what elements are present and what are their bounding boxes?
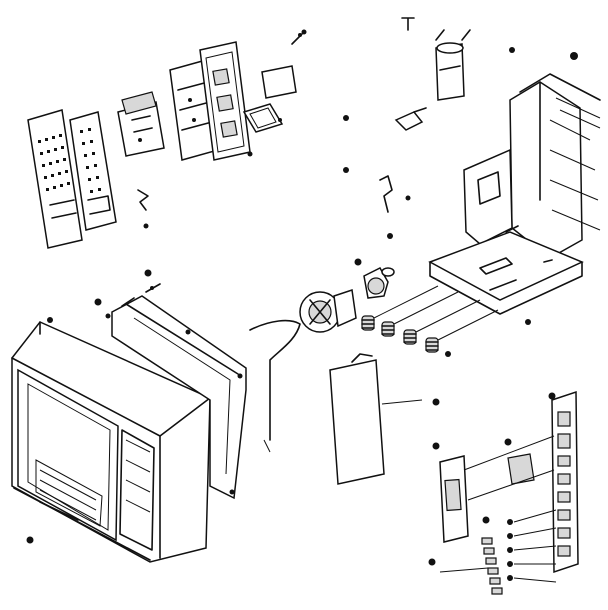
callout-marker xyxy=(144,269,152,277)
wire-clip xyxy=(379,175,393,213)
jack-panel xyxy=(551,390,579,574)
control-panel-bracket xyxy=(117,91,165,157)
deflection-yoke xyxy=(299,289,357,333)
callout-marker xyxy=(26,536,34,544)
callout-marker xyxy=(143,223,149,229)
callout-marker xyxy=(432,398,440,406)
callout-marker xyxy=(482,516,490,524)
callout-marker xyxy=(298,33,302,37)
callout-marker xyxy=(570,52,578,60)
callout-markers xyxy=(26,33,578,566)
small-plate-upper xyxy=(261,65,297,99)
callout-marker xyxy=(94,298,102,306)
convergence-assembly xyxy=(363,267,395,299)
front-cabinet xyxy=(11,321,211,563)
callout-marker xyxy=(525,319,531,325)
callout-marker xyxy=(343,115,349,121)
knob-set xyxy=(439,509,557,595)
callout-marker xyxy=(278,118,282,122)
rear-board-panel xyxy=(329,353,423,485)
callout-marker xyxy=(343,167,349,173)
callout-marker xyxy=(509,47,515,53)
tube-sockets xyxy=(361,285,499,353)
callout-marker xyxy=(548,392,556,400)
callout-marker xyxy=(445,351,451,357)
picture-tube xyxy=(111,295,247,500)
callout-marker xyxy=(387,233,393,239)
callout-marker xyxy=(354,258,362,266)
small-plate-lower xyxy=(242,103,284,133)
side-board xyxy=(439,455,469,543)
callout-marker xyxy=(504,438,512,446)
clip-part xyxy=(137,189,149,211)
callout-marker xyxy=(428,558,436,566)
bracket-part xyxy=(394,107,427,131)
leader-lines-upper xyxy=(463,435,555,501)
main-chassis xyxy=(428,73,601,315)
callout-marker xyxy=(47,317,53,323)
callout-marker xyxy=(432,442,440,450)
tube-screws xyxy=(105,283,161,319)
callout-marker xyxy=(405,195,411,201)
callout-marker xyxy=(247,151,253,157)
power-cord xyxy=(249,319,301,453)
control-panel-front xyxy=(27,109,83,249)
label-plate xyxy=(507,453,535,485)
control-panel-pcb xyxy=(69,111,117,231)
flyback-transformer xyxy=(401,17,471,101)
